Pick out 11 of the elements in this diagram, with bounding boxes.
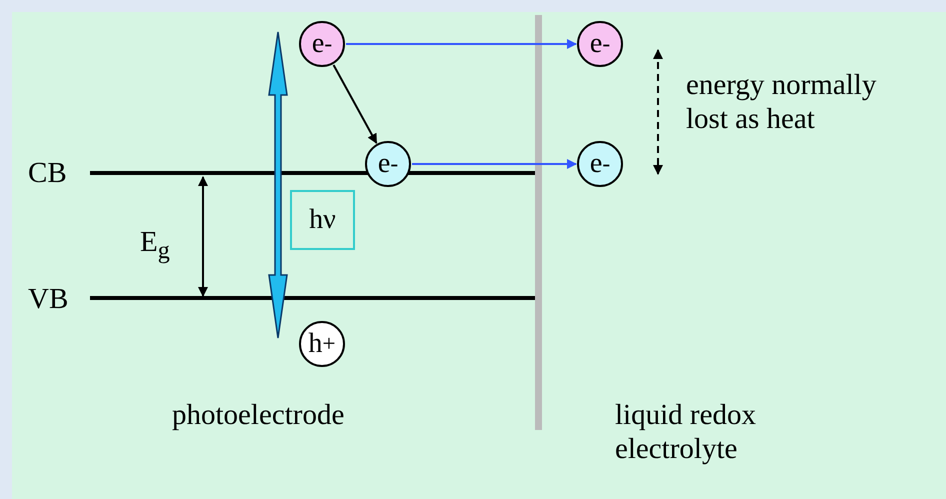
- band-label: VB: [28, 282, 70, 316]
- bandgap-label: E$_{g}$: [140, 225, 171, 266]
- photon-label-box: hν: [290, 190, 355, 250]
- arrow: [332, 64, 378, 144]
- region-label: liquid redox electrolyte: [615, 398, 757, 466]
- band-label: CB: [28, 156, 68, 190]
- region-label: photoelectrode: [172, 398, 346, 432]
- arrow: [412, 159, 577, 169]
- double-arrow: [268, 31, 288, 339]
- annotation-text: energy normally lost as heat: [686, 68, 878, 136]
- arrow: [346, 39, 577, 49]
